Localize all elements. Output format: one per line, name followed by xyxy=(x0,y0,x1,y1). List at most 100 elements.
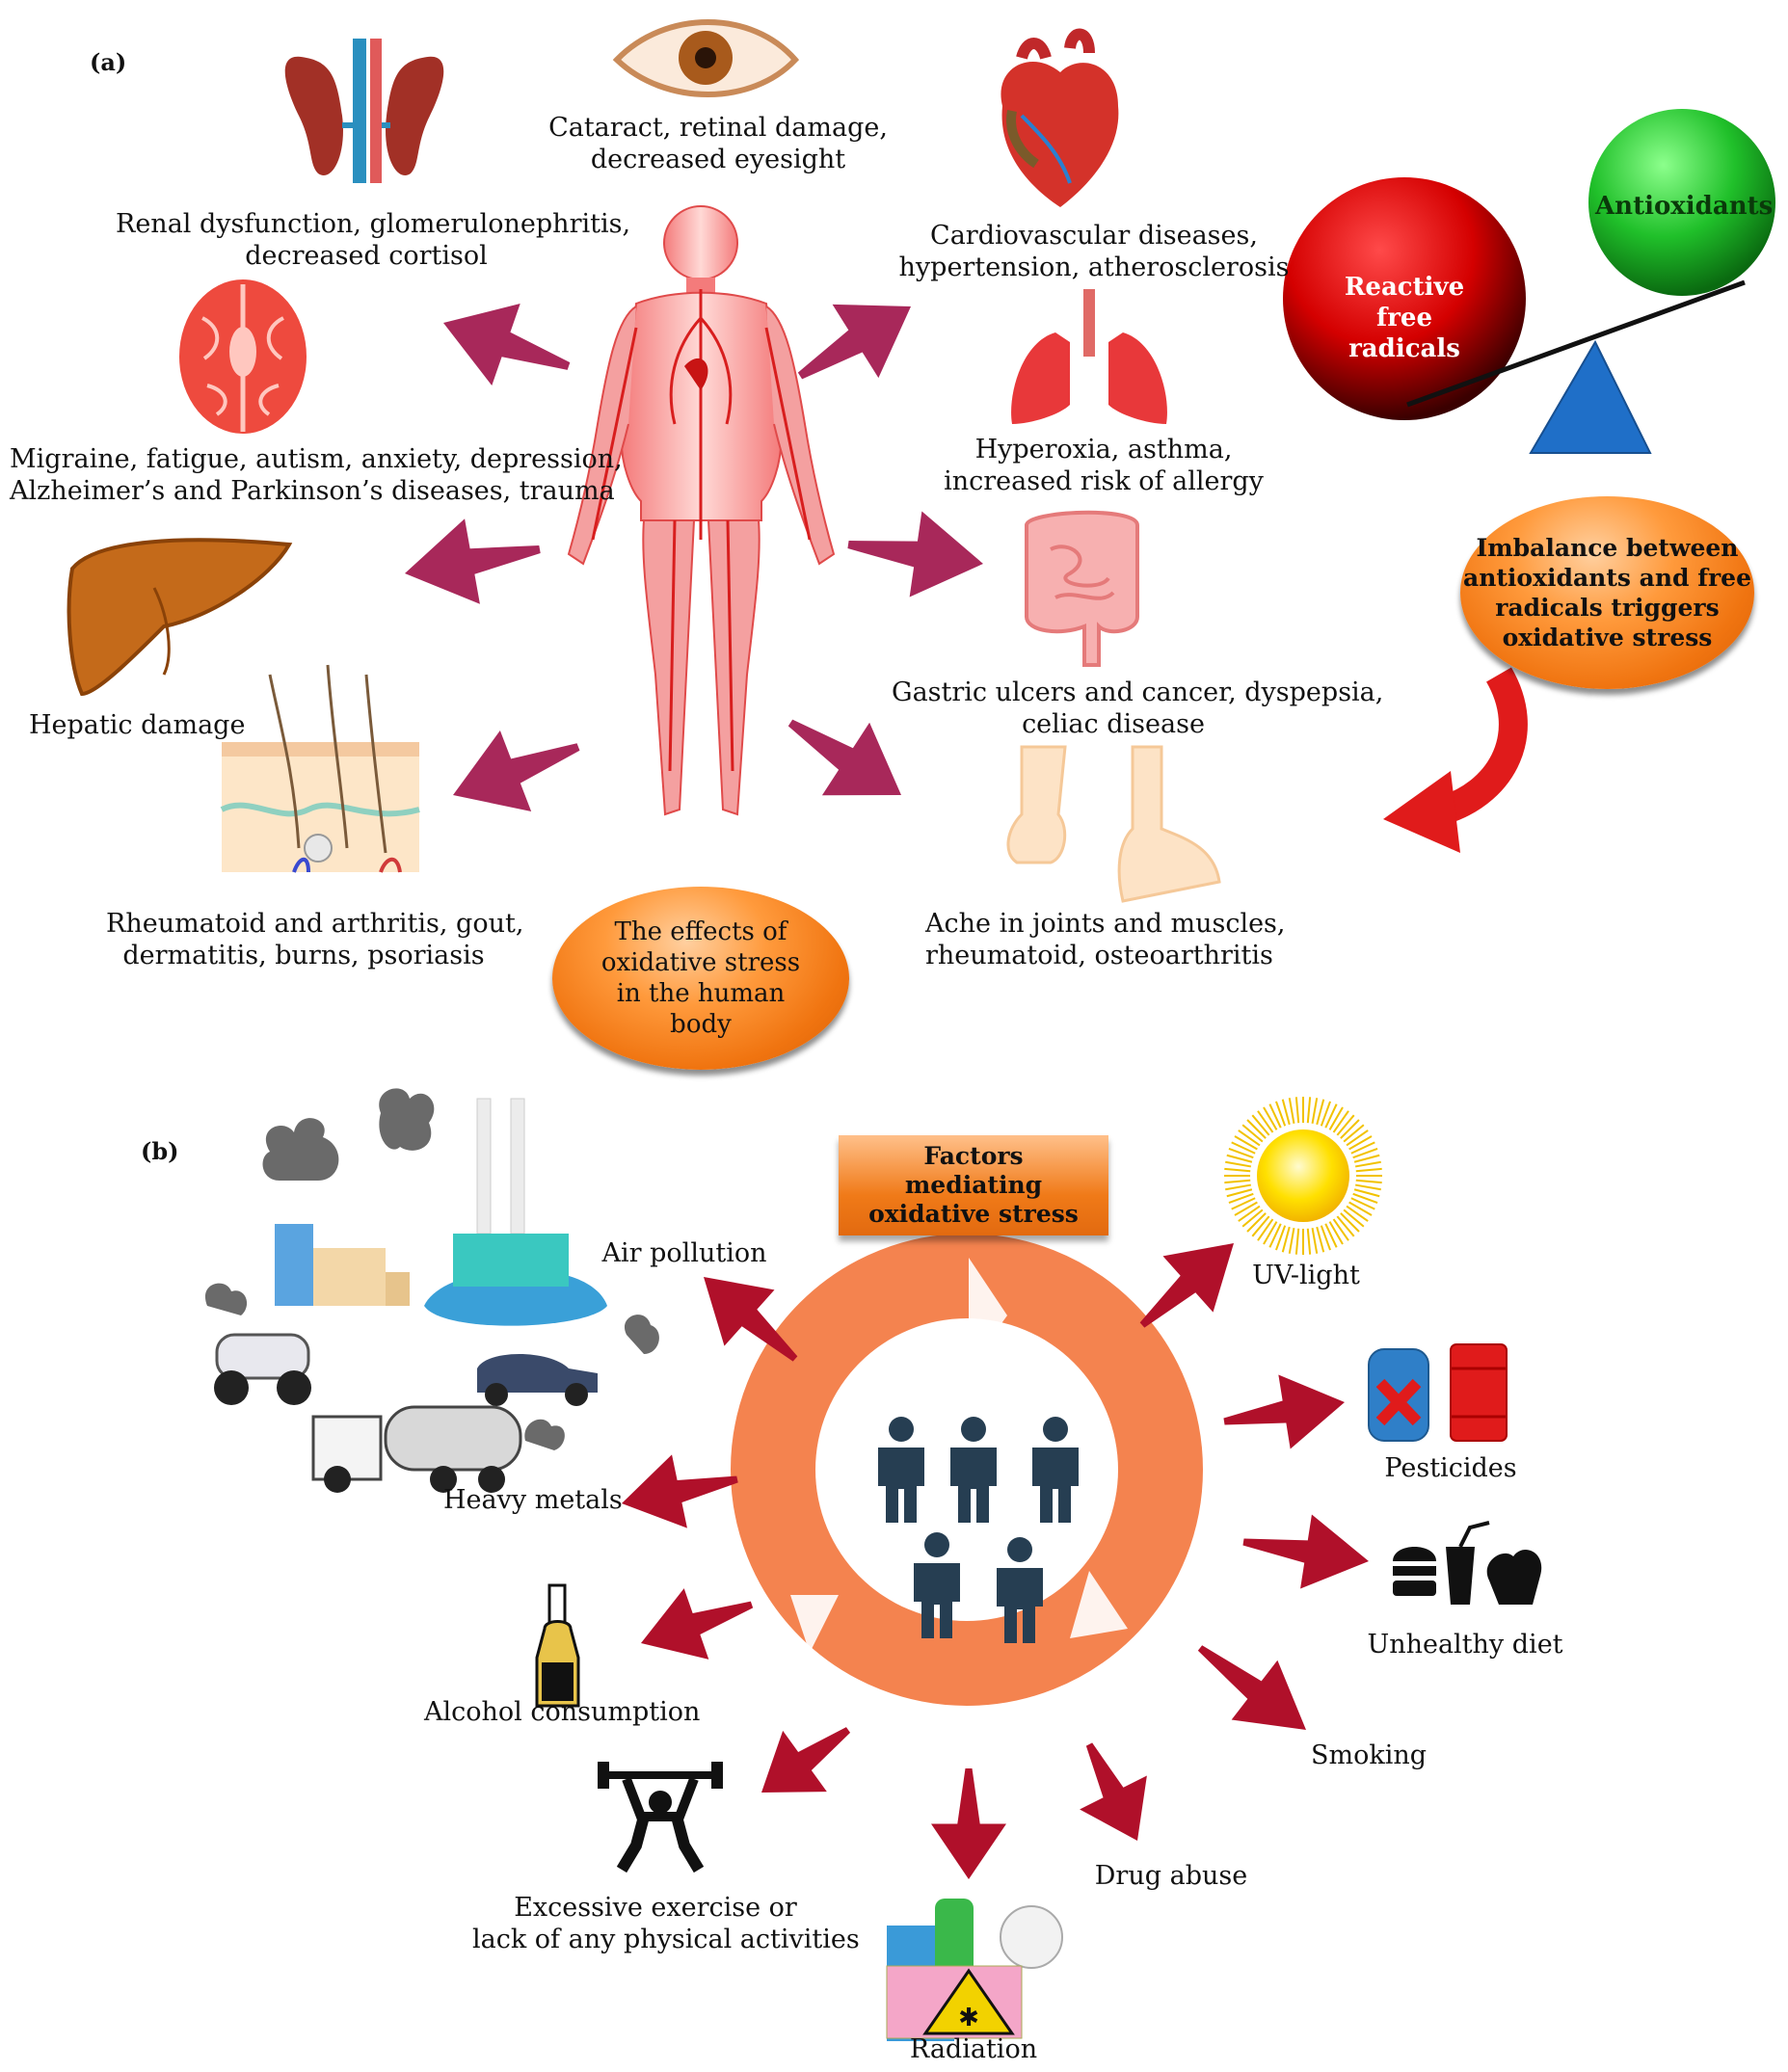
sun-ray xyxy=(1238,1205,1261,1222)
sun-ray xyxy=(1324,1103,1338,1129)
fulcrum-triangle xyxy=(1529,339,1652,454)
drug-abuse-label: Drug abuse xyxy=(1094,1861,1248,1891)
skin-icon xyxy=(220,664,420,873)
sun-icon xyxy=(1224,1097,1382,1255)
radiation-plant-icon: ✱ xyxy=(886,1899,1063,2041)
sun-ray xyxy=(1281,1226,1291,1253)
sun-ray xyxy=(1350,1141,1375,1155)
sun-ray xyxy=(1336,1114,1355,1136)
pesticides-label: Pesticides xyxy=(1384,1453,1517,1483)
sun-ray xyxy=(1336,1215,1355,1237)
sun-ray xyxy=(1288,1098,1295,1125)
panel-b-arrows xyxy=(622,1243,1369,1879)
sun-ray xyxy=(1306,1097,1312,1124)
arrow-to-smoking xyxy=(1197,1645,1306,1730)
truck-icon xyxy=(311,1415,383,1481)
sun-ray xyxy=(1348,1135,1373,1151)
car-icon xyxy=(477,1354,598,1393)
unhealthy-diet-label: Unhealthy diet xyxy=(1367,1630,1563,1660)
smoking-label: Smoking xyxy=(1310,1740,1428,1770)
intestine-icon xyxy=(1025,510,1139,667)
sun-ray xyxy=(1320,1225,1331,1251)
brain-icon xyxy=(179,279,307,434)
sun-ray xyxy=(1281,1099,1291,1126)
heavy-metals-label: Heavy metals xyxy=(443,1485,623,1515)
barrel-icon xyxy=(1450,1343,1508,1442)
arrow-to-exercise xyxy=(761,1727,851,1793)
alcohol-label: Alcohol consumption xyxy=(424,1697,701,1727)
air-pollution-illustration xyxy=(204,1088,659,1493)
person-icon xyxy=(914,1563,960,1638)
sun-ray xyxy=(1224,1167,1251,1173)
liver-icon xyxy=(67,538,293,697)
sun-ray xyxy=(1294,1228,1300,1255)
lungs-icon xyxy=(1011,289,1167,424)
sun-ray xyxy=(1328,1106,1344,1130)
sun-ray xyxy=(1348,1201,1373,1216)
sun-ray xyxy=(1332,1218,1349,1241)
person-icon xyxy=(1032,1448,1079,1523)
arrow-to-alcohol xyxy=(641,1588,754,1660)
factory-icon xyxy=(313,1248,386,1306)
sun-ray xyxy=(1332,1110,1349,1133)
fast-food-icon xyxy=(1393,1521,1542,1605)
sun-ray xyxy=(1226,1188,1253,1198)
sun-ray xyxy=(1288,1227,1295,1254)
sun-ray xyxy=(1355,1179,1382,1184)
sun-ray xyxy=(1311,1098,1319,1125)
eye-icon xyxy=(612,19,800,97)
sun-ray xyxy=(1228,1192,1254,1204)
sun-ray xyxy=(1328,1221,1344,1245)
sun-ray xyxy=(1320,1101,1331,1127)
sun-ray xyxy=(1225,1183,1252,1191)
sun-ray xyxy=(1231,1197,1256,1210)
imbalance-arrow xyxy=(1440,667,1528,824)
sun-ray xyxy=(1225,1160,1252,1168)
sun-ray xyxy=(1311,1227,1319,1254)
human-body-icon xyxy=(567,205,836,816)
sun-ray xyxy=(1241,1124,1264,1143)
sun-ray xyxy=(1251,1215,1270,1237)
sun-ray xyxy=(1268,1103,1282,1129)
sun-ray xyxy=(1275,1225,1287,1251)
sun-ray xyxy=(1226,1154,1253,1163)
radiation-warning-icon xyxy=(922,1968,1015,2035)
sun-ray xyxy=(1251,1114,1270,1136)
sun-ray xyxy=(1353,1188,1380,1198)
muffin-icon xyxy=(1486,1549,1542,1605)
arrow-to-joints xyxy=(787,719,901,796)
sun-ray xyxy=(1353,1154,1380,1163)
sun-ray xyxy=(1268,1223,1282,1248)
sun-ray xyxy=(1246,1119,1267,1139)
sun-ray xyxy=(1246,1212,1267,1233)
lungs-label: Hyperoxia, asthma,increased risk of alle… xyxy=(944,435,1264,496)
svg-text:✱: ✱ xyxy=(958,2004,979,2032)
arrow-to-drug-abuse xyxy=(1080,1742,1147,1841)
radiation-label: Radiation xyxy=(909,2034,1038,2064)
panel-a-arrows xyxy=(405,303,983,812)
brain-label: Migraine, fatigue, autism, anxiety, depr… xyxy=(10,444,623,506)
person-icon xyxy=(924,1532,949,1557)
person-icon xyxy=(961,1417,986,1442)
weightlifter-icon xyxy=(598,1762,723,1873)
sun-ray xyxy=(1354,1160,1381,1168)
person-icon xyxy=(950,1448,997,1523)
joints-icon xyxy=(1006,745,1221,903)
arrow-to-liver xyxy=(405,518,541,604)
sun-ray xyxy=(1316,1099,1325,1126)
sun-ray xyxy=(1340,1119,1360,1139)
antioxidants-label: Antioxidants xyxy=(1595,192,1774,221)
balance-illustration xyxy=(1283,109,1775,853)
arrow-to-radiation xyxy=(931,1768,1006,1879)
sun-ray xyxy=(1228,1148,1254,1159)
sun-ray xyxy=(1234,1201,1258,1216)
imbalance-arrowhead xyxy=(1383,771,1460,853)
heart-label: Cardiovascular diseases,hypertension, at… xyxy=(898,221,1290,282)
person-icon xyxy=(878,1448,924,1523)
arrow-to-intestine xyxy=(847,511,983,598)
